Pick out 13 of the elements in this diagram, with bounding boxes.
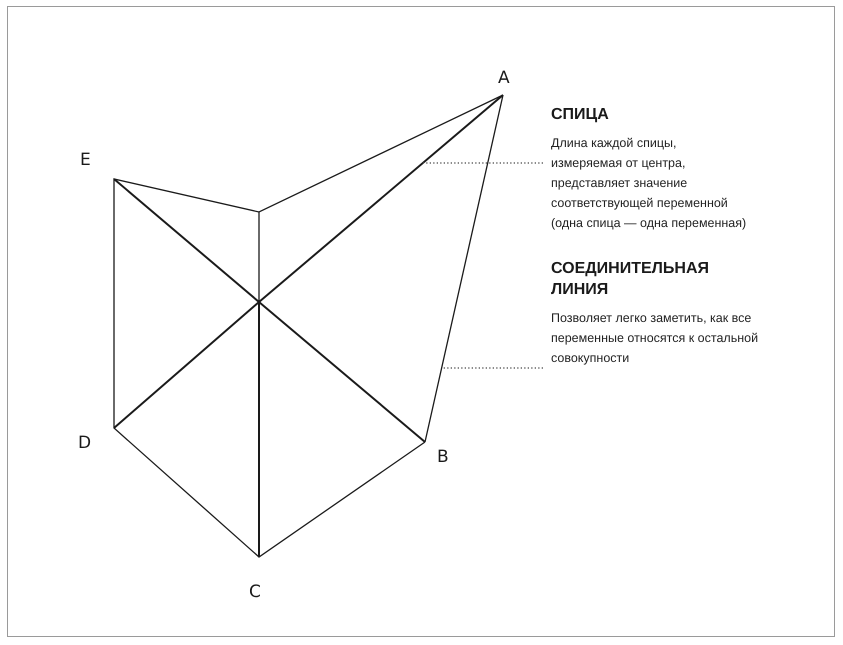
connecting-line bbox=[424, 94, 504, 442]
leader-line bbox=[442, 367, 543, 369]
vertex-label: A bbox=[498, 68, 510, 88]
vertex-label: E bbox=[80, 150, 91, 170]
annotation-heading: СОЕДИНИТЕЛЬНАЯ ЛИНИЯ bbox=[551, 259, 710, 300]
vertex-label: B bbox=[437, 447, 449, 467]
annotation-text: Длина каждой спицы, измеряемая от центра, представляет значение соответствующей переменной (одна спица — одна переменная) bbox=[551, 135, 748, 232]
vertex-label: C bbox=[249, 582, 261, 602]
spoke-line bbox=[258, 94, 504, 303]
annotation-text: Позволяет легко заметить, как все переменные относятся к остальной совокупности bbox=[551, 310, 760, 367]
annotation-heading: СПИЦА bbox=[551, 105, 610, 125]
vertex-label: D bbox=[78, 433, 92, 453]
leader-line bbox=[422, 162, 543, 164]
